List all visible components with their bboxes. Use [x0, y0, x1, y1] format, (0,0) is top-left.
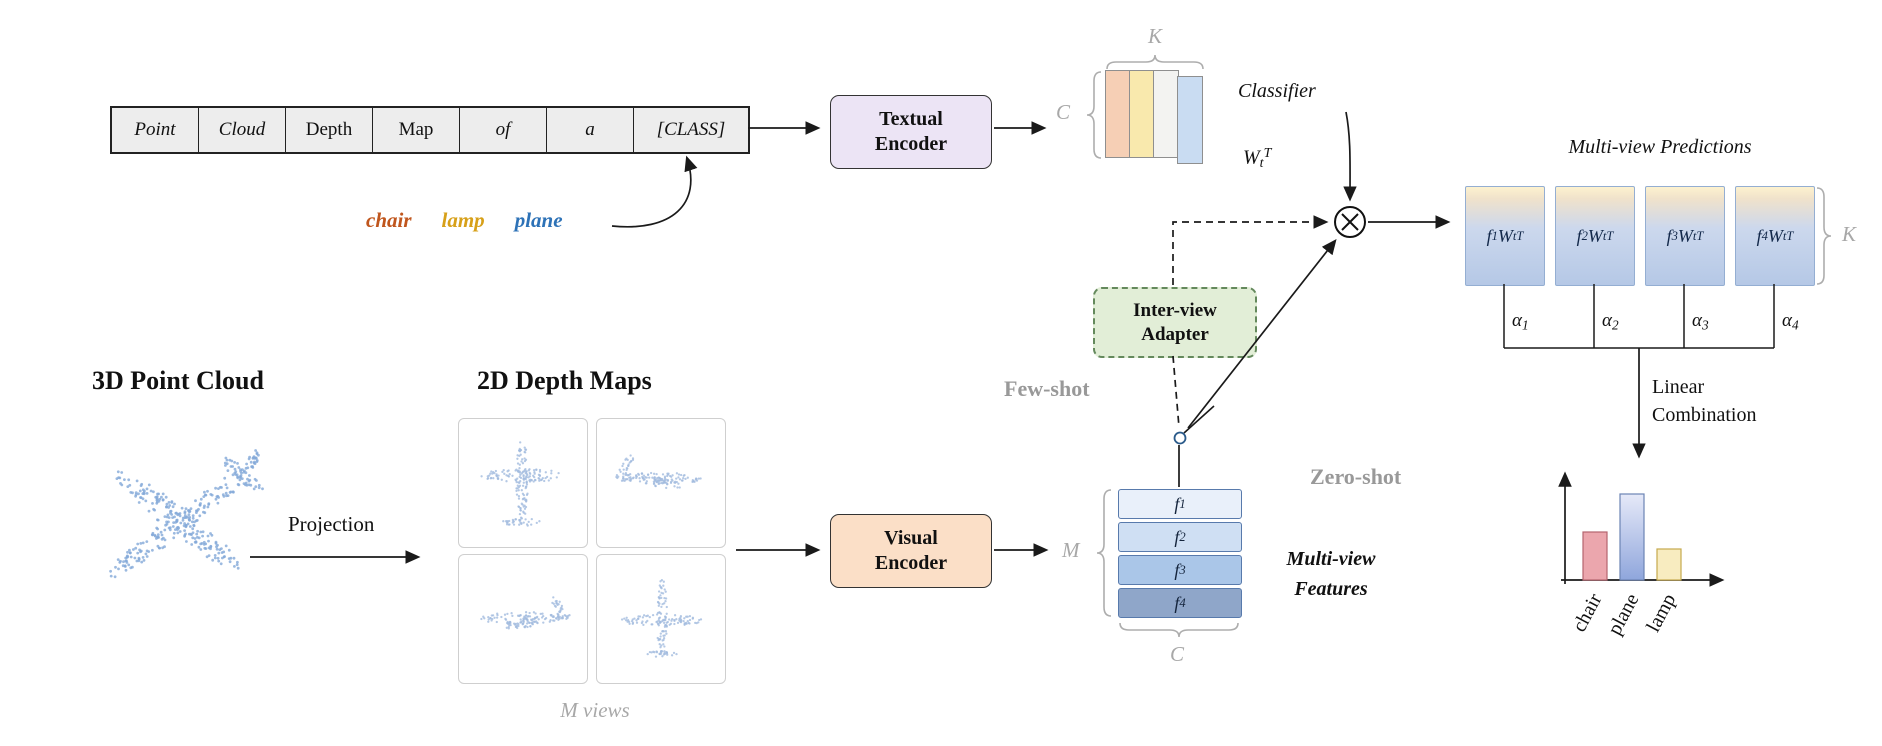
chart-label-plane: plane — [1604, 590, 1644, 639]
depth-map-view-1 — [458, 418, 588, 548]
depth-map-view-2 — [596, 418, 726, 548]
prompt-cell-cloud: Cloud — [199, 108, 286, 152]
dashed-arrow-adapter-to-multiply — [1172, 215, 1329, 285]
predictions-title: Multi-view Predictions — [1568, 136, 1752, 158]
alpha-4-label: α4 — [1782, 310, 1799, 333]
prompt-cell-point: Point — [112, 108, 199, 152]
chart-label-chair: chair — [1568, 590, 1606, 636]
alpha-3-label: α3 — [1692, 310, 1709, 333]
class-word-chair: chair — [366, 208, 412, 232]
alpha-1-label: α1 — [1512, 310, 1529, 333]
brace-c-left — [1086, 71, 1102, 159]
linear-combination-line2: Combination — [1652, 404, 1757, 426]
visual-encoder-box: Visual Encoder — [830, 514, 992, 588]
result-bar-chart: chair plane lamp — [1558, 471, 1725, 639]
switch-lever — [1183, 405, 1215, 434]
depth-map-view-3 — [458, 554, 588, 684]
textual-encoder-label-line2: Encoder — [874, 133, 948, 155]
adapter-label-line2: Adapter — [1141, 323, 1209, 345]
features-caption-line1: Multi-view — [1286, 548, 1376, 570]
classifier-stripe-2 — [1129, 70, 1155, 158]
alpha-2-label: α2 — [1602, 310, 1619, 333]
brace-k-top — [1106, 54, 1204, 70]
chart-bar-plane — [1619, 493, 1645, 581]
point-cloud-plane-image — [109, 449, 264, 579]
class-word-list: chair lamp plane — [366, 208, 563, 233]
dim-label-k-top: K — [1148, 24, 1163, 48]
chart-bar-chair — [1582, 531, 1608, 581]
classifier-stripe-4 — [1177, 76, 1203, 164]
class-word-plane: plane — [514, 208, 563, 232]
brace-c-bottom — [1119, 622, 1239, 638]
alpha-connectors — [1503, 284, 1775, 349]
chart-bar-lamp — [1656, 548, 1682, 581]
textual-encoder-box: Textual Encoder — [830, 95, 992, 169]
heading-3d-point-cloud: 3D Point Cloud — [92, 366, 264, 395]
inter-view-adapter-box: Inter-view Adapter — [1093, 287, 1257, 358]
features-caption-line2: Features — [1294, 578, 1368, 600]
m-views-label: M views — [560, 698, 630, 722]
textual-encoder-label-line1: Textual — [879, 108, 943, 130]
arrow-class-word-to-class-slot — [611, 155, 698, 228]
prompt-cell-class: [CLASS] — [634, 108, 748, 152]
dim-label-m-left: M — [1062, 538, 1080, 562]
dashed-line-adapter-to-switch — [1172, 355, 1180, 428]
few-shot-label: Few-shot — [1004, 376, 1090, 401]
dim-label-c-bottom: C — [1170, 642, 1185, 666]
brace-m-left — [1096, 489, 1112, 617]
class-word-lamp: lamp — [441, 208, 485, 232]
arrow-classifier-to-multiply — [1343, 111, 1357, 202]
prompt-table: Point Cloud Depth Map of a [CLASS] — [110, 106, 750, 154]
prompt-cell-of: of — [460, 108, 547, 152]
classifier-weight-stack — [1105, 70, 1203, 164]
depth-map-view-4 — [596, 554, 726, 684]
visual-encoder-label-line1: Visual — [884, 527, 938, 549]
chart-label-lamp: lamp — [1642, 590, 1680, 636]
classifier-weights-label: WtT — [1243, 146, 1272, 171]
prompt-cell-map: Map — [373, 108, 460, 152]
dim-label-k-right: K — [1842, 222, 1857, 246]
classifier-stripe-1 — [1105, 70, 1131, 158]
adapter-label-line1: Inter-view — [1133, 299, 1217, 321]
classifier-label: Classifier — [1238, 80, 1316, 102]
visual-encoder-label-line2: Encoder — [874, 552, 948, 574]
switch-pivot-icon — [1173, 431, 1187, 445]
brace-k-right — [1816, 187, 1832, 285]
prompt-cell-depth: Depth — [286, 108, 373, 152]
multiply-icon — [1334, 206, 1366, 238]
zero-shot-label: Zero-shot — [1310, 464, 1402, 489]
mode-switch — [1173, 405, 1215, 487]
dim-label-c-left: C — [1056, 100, 1071, 124]
prompt-cell-a: a — [547, 108, 634, 152]
heading-2d-depth-maps: 2D Depth Maps — [477, 366, 652, 395]
projection-label: Projection — [288, 512, 375, 536]
classifier-stripe-3 — [1153, 70, 1179, 158]
linear-combination-line1: Linear — [1652, 376, 1705, 398]
